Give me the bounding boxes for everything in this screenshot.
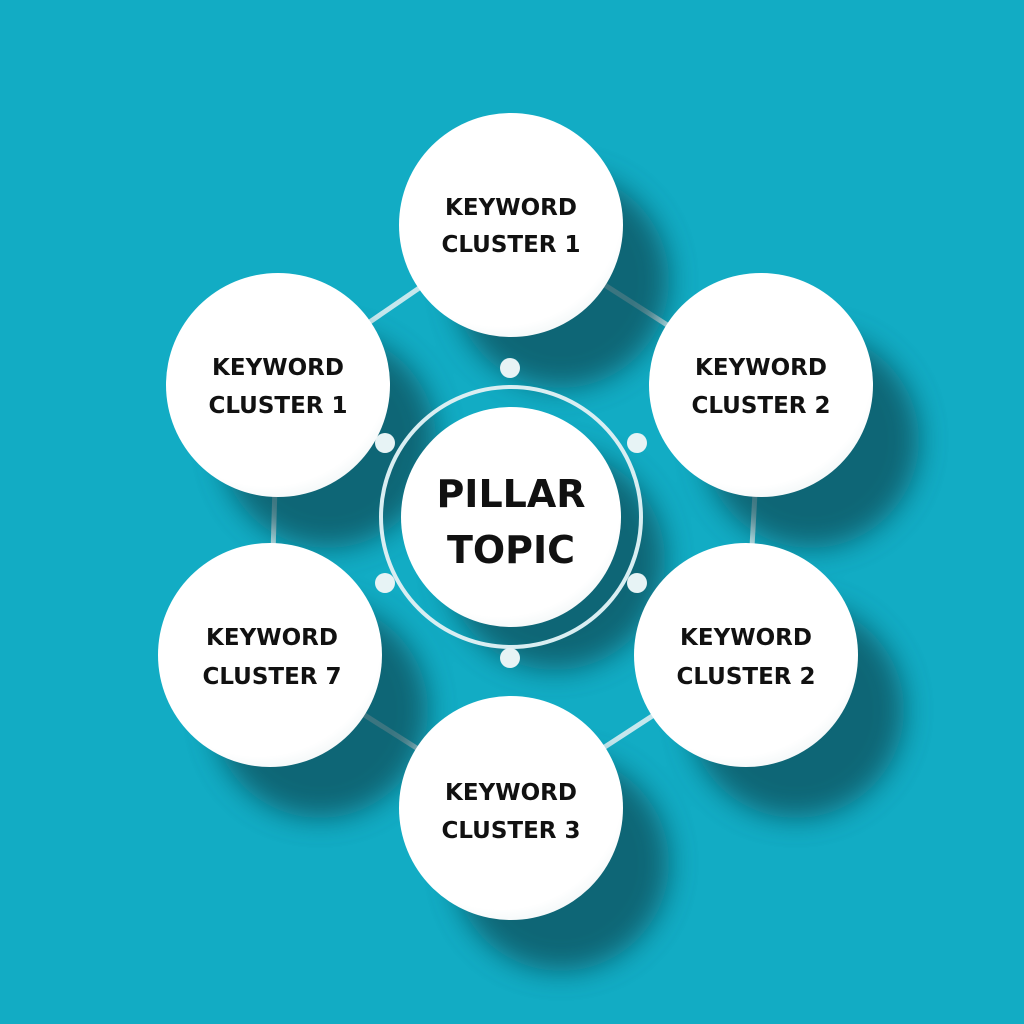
pillar-topic-line-1: PILLAR bbox=[436, 472, 585, 516]
ring-dot bbox=[375, 573, 395, 593]
keyword-cluster-node: KEYWORD CLUSTER 7 bbox=[158, 543, 382, 767]
keyword-cluster-line-2: CLUSTER 1 bbox=[441, 232, 580, 258]
keyword-cluster-node: KEYWORD CLUSTER 1 bbox=[166, 273, 390, 497]
keyword-cluster-node: KEYWORD CLUSTER 2 bbox=[649, 273, 873, 497]
pillar-topic-circle bbox=[401, 407, 621, 627]
keyword-cluster-line-2: CLUSTER 2 bbox=[691, 393, 830, 419]
keyword-cluster-line-2: CLUSTER 3 bbox=[441, 818, 580, 844]
keyword-cluster-circle bbox=[399, 113, 623, 337]
keyword-cluster-node: KEYWORD CLUSTER 3 bbox=[399, 696, 623, 920]
keyword-cluster-circle bbox=[399, 696, 623, 920]
keyword-cluster-line-1: KEYWORD bbox=[680, 625, 812, 651]
keyword-cluster-line-2: CLUSTER 7 bbox=[202, 664, 341, 690]
keyword-cluster-line-1: KEYWORD bbox=[212, 355, 344, 381]
keyword-cluster-line-2: CLUSTER 2 bbox=[676, 664, 815, 690]
ring-dot bbox=[375, 433, 395, 453]
ring-dot bbox=[500, 648, 520, 668]
ring-dots bbox=[375, 358, 647, 668]
ring-dot bbox=[500, 358, 520, 378]
center-ring bbox=[379, 385, 643, 649]
keyword-cluster-circle bbox=[158, 543, 382, 767]
keyword-cluster-circle bbox=[649, 273, 873, 497]
pillar-topic-line-2: TOPIC bbox=[447, 528, 575, 572]
keyword-cluster-line-1: KEYWORD bbox=[445, 195, 577, 221]
keyword-cluster-circle bbox=[166, 273, 390, 497]
keyword-cluster-line-2: CLUSTER 1 bbox=[208, 393, 347, 419]
keyword-cluster-line-1: KEYWORD bbox=[206, 625, 338, 651]
keyword-cluster-circle bbox=[634, 543, 858, 767]
keyword-cluster-node: KEYWORD CLUSTER 1 bbox=[399, 113, 623, 337]
keyword-cluster-line-1: KEYWORD bbox=[445, 780, 577, 806]
ring-dot bbox=[627, 433, 647, 453]
ring-dot bbox=[627, 573, 647, 593]
pillar-topic-node: PILLAR TOPIC bbox=[401, 407, 621, 627]
keyword-cluster-line-1: KEYWORD bbox=[695, 355, 827, 381]
keyword-cluster-node: KEYWORD CLUSTER 2 bbox=[634, 543, 858, 767]
